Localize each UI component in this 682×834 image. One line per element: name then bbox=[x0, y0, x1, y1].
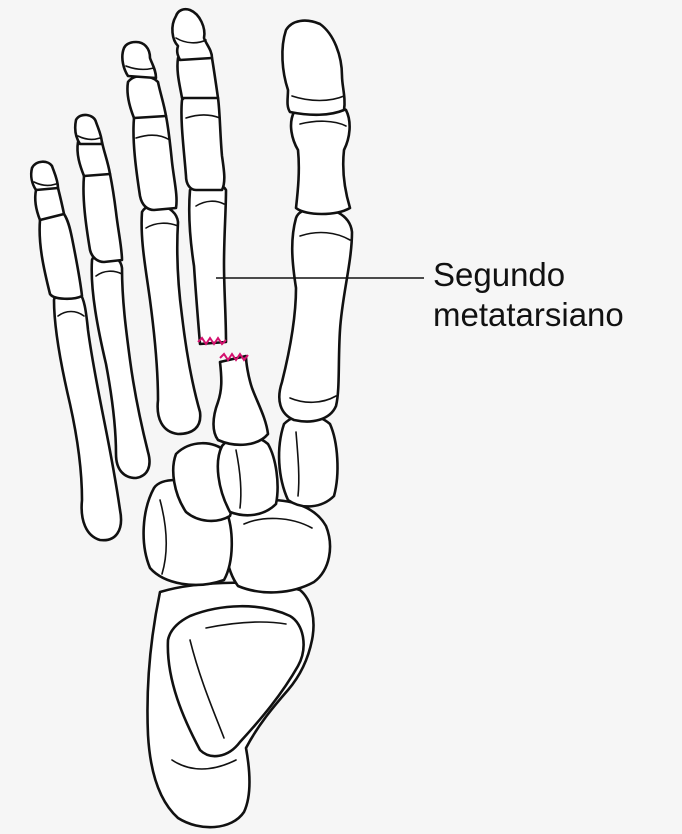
medial-cuneiform-bone bbox=[279, 415, 337, 506]
second-metatarsal-proximal-fragment bbox=[214, 356, 269, 445]
second-metatarsal-label: Segundo metatarsiano bbox=[433, 255, 624, 335]
label-line-1: Segundo bbox=[433, 255, 624, 295]
fifth-proximal-phalanx bbox=[40, 211, 82, 299]
first-metatarsal-bone bbox=[279, 208, 352, 422]
fourth-proximal-phalanx bbox=[83, 168, 122, 262]
second-distal-phalanx bbox=[172, 9, 212, 60]
intermediate-cuneiform-bone bbox=[218, 436, 278, 515]
first-proximal-phalanx bbox=[291, 103, 350, 214]
third-distal-phalanx bbox=[122, 42, 156, 78]
label-line-2: metatarsiano bbox=[433, 295, 624, 335]
third-middle-phalanx bbox=[127, 76, 166, 118]
third-proximal-phalanx bbox=[133, 110, 176, 210]
second-proximal-phalanx bbox=[181, 92, 224, 190]
second-metatarsal-distal-fragment bbox=[189, 183, 226, 345]
